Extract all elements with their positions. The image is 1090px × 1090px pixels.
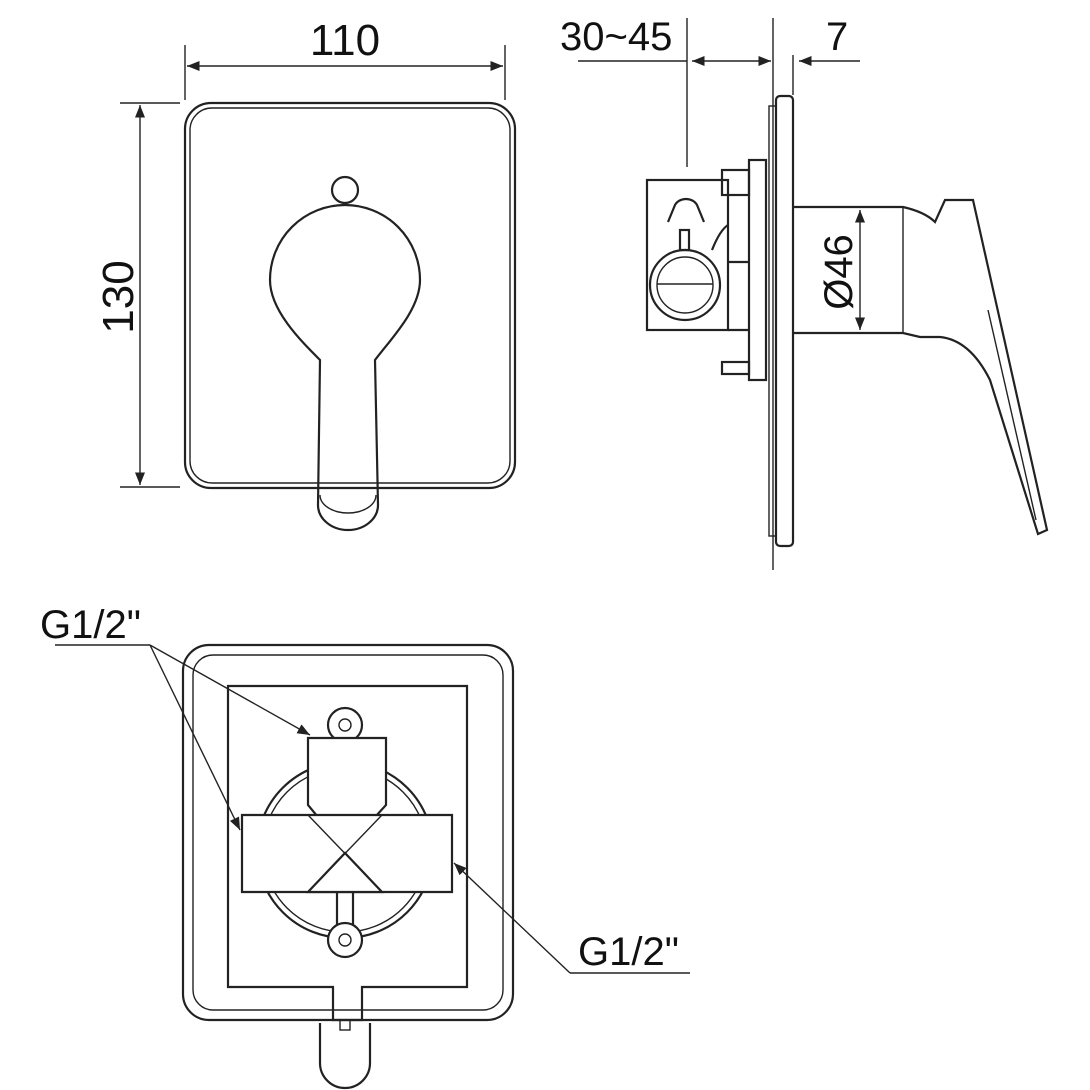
leader-arrow <box>149 644 311 736</box>
frame-lug <box>720 168 751 197</box>
leader-arrow <box>149 644 241 831</box>
mounting-box <box>226 684 469 1022</box>
cover-plate-edge <box>189 107 511 484</box>
bottom-lug <box>326 921 364 959</box>
rear-plate-inner <box>192 654 504 1011</box>
valve-body <box>645 178 730 332</box>
cover-plate-side <box>774 94 795 548</box>
mounting-frame <box>747 158 768 382</box>
front-view: 110 130 <box>94 16 517 532</box>
valve-connector <box>710 224 749 332</box>
inlet-label-top: G1/2" <box>40 603 141 647</box>
width-dimension-label: 110 <box>310 16 380 65</box>
backing-plate <box>768 105 777 537</box>
lever-edge <box>987 309 1037 521</box>
mixer-handle <box>268 203 422 532</box>
handle-tip <box>318 1023 372 1090</box>
top-lug-hole <box>338 718 352 732</box>
depth-dimension-label: 30~45 <box>560 15 672 59</box>
inlet-port <box>648 248 722 322</box>
diameter-dimension-label: Ø46 <box>817 234 861 310</box>
outlet-stub <box>678 228 691 252</box>
shower-symbol-icon <box>666 197 706 223</box>
side-lever-handle <box>793 198 1049 536</box>
diverter-knob <box>330 175 360 205</box>
block-diagonal <box>307 814 383 893</box>
cover-plate <box>183 101 517 490</box>
handle-joint <box>339 1019 351 1031</box>
height-dimension-label: 130 <box>94 260 143 333</box>
side-view: 30~45 7 Ø46 <box>560 15 1049 570</box>
handle-tip-edge <box>319 494 377 514</box>
leader-arrow <box>453 862 571 974</box>
inlet-label-bottom: G1/2" <box>578 930 679 974</box>
rear-view: G1/2" G1/2" <box>40 603 690 1090</box>
thickness-dimension-label: 7 <box>826 15 848 59</box>
frame-lug <box>720 360 751 376</box>
bottom-lug-hole <box>338 933 352 947</box>
inlet-port-inner <box>656 256 714 314</box>
